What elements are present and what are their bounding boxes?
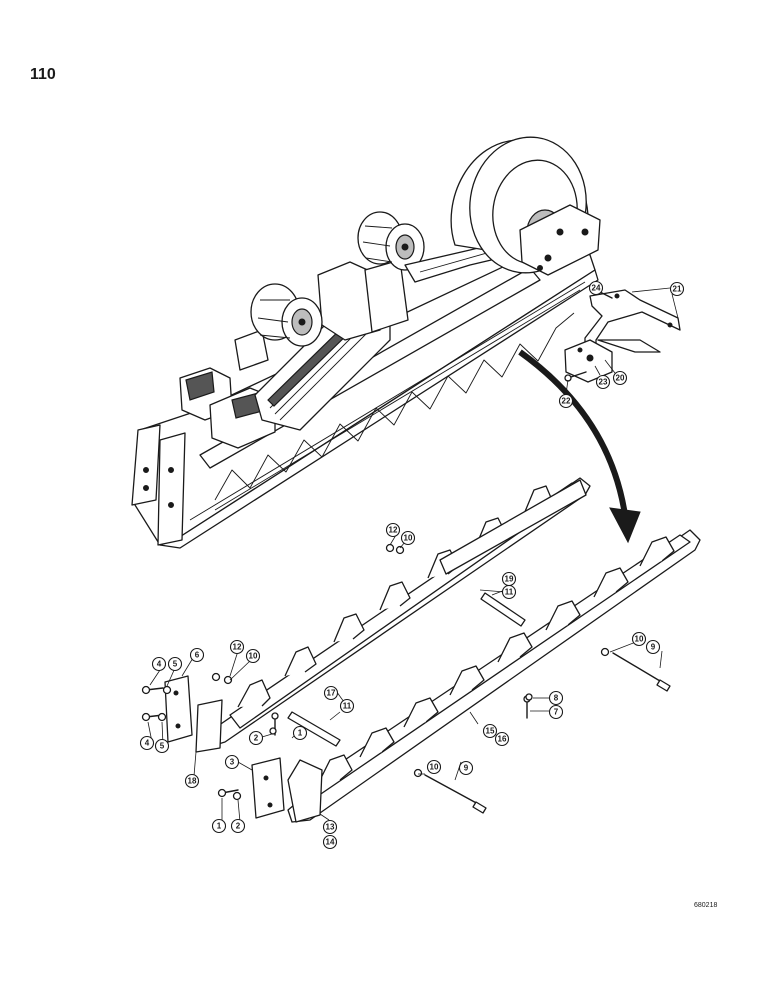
callout-label: 3: [230, 758, 235, 767]
inner-truss-rail: [195, 477, 591, 753]
pins: [287, 592, 526, 747]
callout-label: 23: [599, 378, 608, 387]
callout-4b: 4: [139, 735, 155, 751]
callout-11a: 11: [501, 584, 517, 600]
page-number: 110: [30, 66, 56, 83]
bracket-kit: [564, 285, 681, 383]
callout-label: 5: [173, 660, 178, 669]
callout-21: 21: [669, 281, 685, 297]
exploded-view-arrow: [518, 349, 641, 544]
callout-label: 13: [326, 823, 335, 832]
carrier-roller-front: [250, 283, 323, 347]
callout-3: 3: [224, 754, 240, 770]
callout-label: 8: [554, 694, 559, 703]
callout-label: 10: [635, 635, 644, 644]
callout-10b: 10: [631, 631, 647, 647]
callout-20: 20: [612, 370, 628, 386]
callout-17: 17: [323, 685, 339, 701]
callout-2b: 2: [230, 818, 246, 834]
callout-10d: 10: [245, 648, 261, 664]
callout-label: 21: [673, 285, 682, 294]
callout-label: 19: [505, 575, 514, 584]
callout-label: 9: [464, 764, 469, 773]
callout-1a: 1: [292, 725, 308, 741]
callout-label: 17: [327, 689, 336, 698]
callout-16: 16: [494, 731, 510, 747]
callout-label: 10: [404, 534, 413, 543]
callout-label: 18: [188, 777, 197, 786]
callout-label: 24: [592, 284, 601, 293]
callout-label: 5: [160, 742, 165, 751]
callout-10a: 10: [400, 530, 416, 546]
end-plates: [164, 675, 285, 819]
callout-9a: 9: [645, 639, 661, 655]
leader-lines: [147, 287, 679, 823]
nuts-washers: [157, 543, 610, 801]
callout-label: 12: [233, 643, 242, 652]
callout-19a: 19: [501, 571, 517, 587]
track-frame-assembly: [131, 136, 601, 549]
callout-label: 9: [651, 643, 656, 652]
callout-9b: 9: [458, 760, 474, 776]
callout-15: 15: [482, 723, 498, 739]
callout-24: 24: [588, 280, 604, 296]
figure-id: 680218: [694, 902, 718, 909]
callout-11b: 11: [339, 698, 355, 714]
callout-label: 1: [217, 822, 222, 831]
outer-truss-rail: [287, 529, 701, 823]
callout-8: 8: [548, 690, 564, 706]
callout-label: 4: [157, 660, 162, 669]
callout-4a: 4: [151, 656, 167, 672]
callout-label: 11: [343, 702, 352, 711]
callout-label: 6: [195, 651, 200, 660]
callout-7: 7: [548, 704, 564, 720]
callout-5b: 5: [154, 738, 170, 754]
callout-12b: 12: [229, 639, 245, 655]
callout-label: 10: [249, 652, 258, 661]
callout-18: 18: [184, 773, 200, 789]
callout-label: 22: [562, 397, 571, 406]
callout-22: 22: [558, 393, 574, 409]
callout-label: 12: [389, 526, 398, 535]
callout-label: 20: [616, 374, 625, 383]
callout-label: 14: [326, 838, 335, 847]
callout-1b: 1: [211, 818, 227, 834]
callout-13: 13: [322, 819, 338, 835]
callouts: 12 10 19 11 10 9 8 7 15 16 10 9 13 14 17…: [139, 280, 685, 850]
callout-2a: 2: [248, 730, 264, 746]
callout-label: 1: [298, 729, 303, 738]
callout-23: 23: [595, 374, 611, 390]
callout-label: 11: [505, 588, 514, 597]
carrier-roller-rear: [357, 211, 425, 271]
callout-label: 4: [145, 739, 150, 748]
callout-10c: 10: [426, 759, 442, 775]
callout-12a: 12: [385, 522, 401, 538]
callout-14: 14: [322, 834, 338, 850]
callout-label: 2: [254, 734, 259, 743]
callout-5a: 5: [167, 656, 183, 672]
callout-6: 6: [189, 647, 205, 663]
callout-label: 2: [236, 822, 241, 831]
callout-label: 7: [554, 708, 559, 717]
callout-label: 10: [430, 763, 439, 772]
callout-label: 15: [486, 727, 495, 736]
callout-label: 16: [498, 735, 507, 744]
